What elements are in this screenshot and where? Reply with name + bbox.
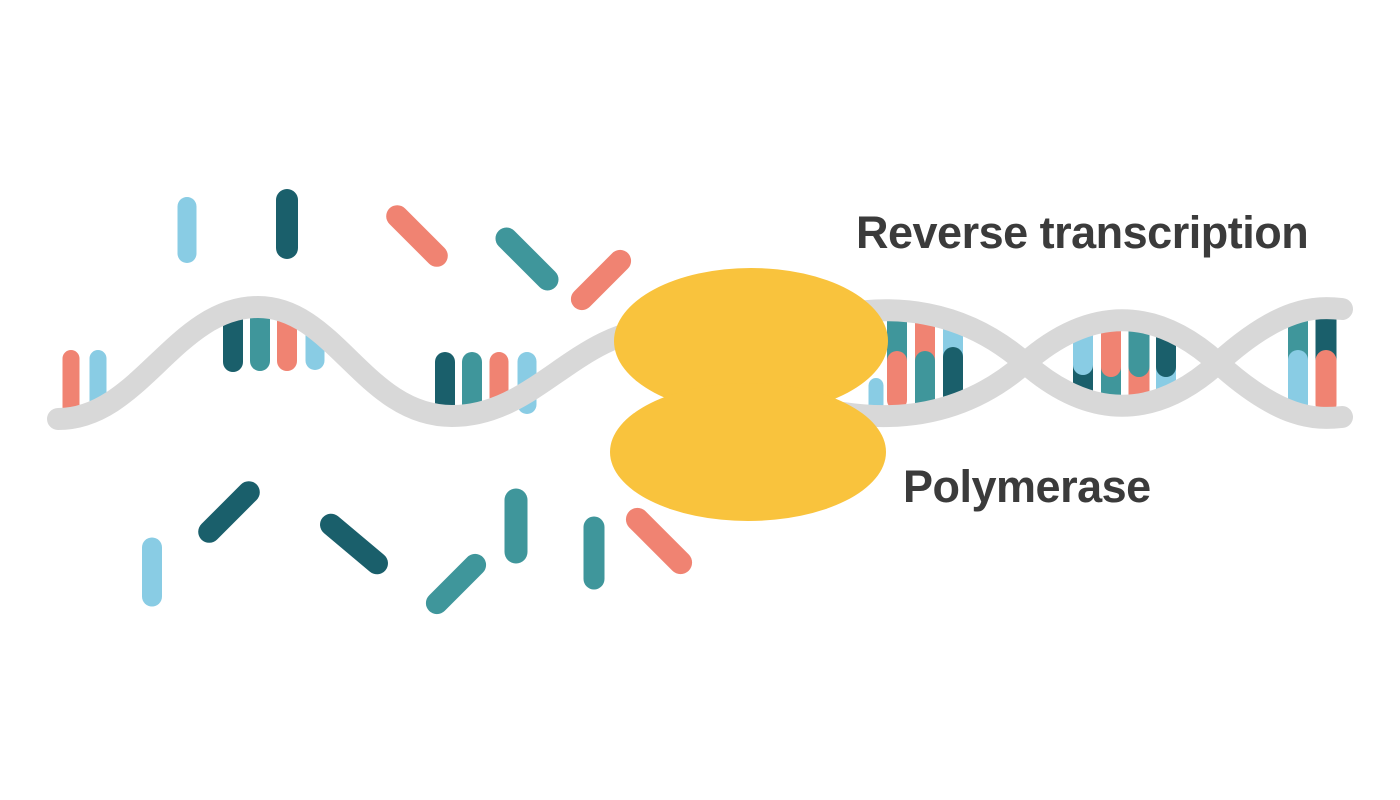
template-base: [462, 352, 482, 416]
polymerase-label: Polymerase: [903, 461, 1151, 512]
polymerase-bottom-lobe: [610, 383, 886, 521]
free-nucleotide: [504, 488, 528, 564]
free-nucleotide: [583, 516, 605, 590]
free-nucleotide: [570, 249, 632, 311]
free-nucleotide: [625, 507, 693, 575]
polymerase-top-lobe: [614, 268, 888, 414]
free-nucleotide: [495, 227, 559, 291]
helix-strand-bottom: [832, 309, 1353, 429]
base-pair-bottom: [887, 351, 907, 410]
base-pair-bottom: [915, 351, 935, 413]
helix-strand-top: [832, 297, 1353, 417]
free-nucleotide: [425, 553, 487, 615]
base-pair-bottom: [1315, 350, 1337, 415]
template-base: [435, 352, 455, 416]
free-nucleotides: [142, 189, 693, 615]
free-nucleotide: [177, 197, 197, 263]
free-nucleotide: [142, 537, 162, 607]
base-pair-bottom: [868, 378, 884, 412]
template-base: [250, 306, 270, 371]
free-nucleotide: [386, 205, 448, 267]
free-nucleotide: [198, 481, 260, 543]
free-nucleotide: [320, 513, 388, 575]
free-nucleotide: [276, 189, 298, 259]
base-pair-bottom: [1288, 350, 1308, 414]
reverse-transcription-label: Reverse transcription: [856, 207, 1309, 258]
template-base: [62, 350, 80, 420]
polymerase-enzyme: [610, 268, 888, 521]
template-strand: [47, 295, 671, 430]
